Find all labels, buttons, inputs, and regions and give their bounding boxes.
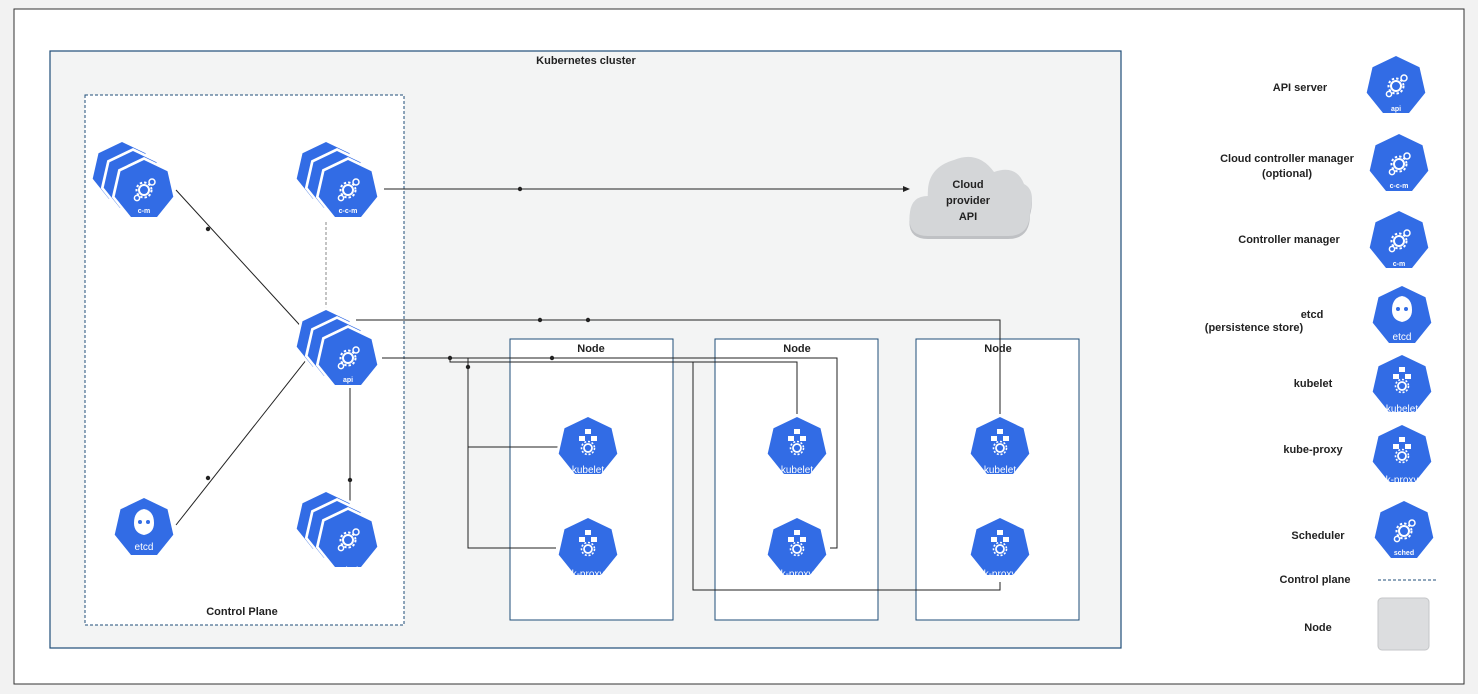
legend-item-scheduler: Scheduler sched [1291,498,1437,561]
node-label: Node [783,343,811,355]
scheduler-stack: sched [293,489,381,574]
cloud-provider-api: Cloud provider API [909,156,1032,239]
svg-text:k-proxy: k-proxy [984,569,1017,580]
legend-item-api-server: API server api [1273,53,1429,116]
svg-text:Cloud: Cloud [952,179,983,191]
node-label: Node [577,343,605,355]
legend-item-kubelet: kubelet kubelet [1294,352,1435,415]
svg-text:API server: API server [1273,82,1328,94]
svg-text:Cloud controller manager: Cloud controller manager [1220,153,1355,165]
svg-text:sched: sched [1394,550,1414,557]
svg-text:kubelet: kubelet [572,465,604,476]
node2-kubelet: kubelet [764,414,830,477]
svg-text:kube-proxy: kube-proxy [1283,444,1343,456]
svg-text:kubelet: kubelet [984,465,1016,476]
controller-manager-stack: c-m [89,139,177,220]
api-server-stack: api [293,307,381,388]
svg-text:Scheduler: Scheduler [1291,530,1345,542]
svg-text:sched: sched [338,567,358,574]
node-swatch [1377,597,1430,651]
svg-text:(optional): (optional) [1262,168,1312,180]
svg-text:kubelet: kubelet [1386,404,1418,415]
node-label: Node [984,343,1012,355]
legend-item-etcd: etcd (persistence store) etcd [1205,283,1435,346]
svg-text:Controller manager: Controller manager [1238,234,1340,246]
etcd-component: etcd [111,495,177,558]
cluster-title: Kubernetes cluster [536,55,636,67]
svg-text:k-proxy: k-proxy [781,569,814,580]
svg-text:kubelet: kubelet [1294,378,1333,390]
svg-text:provider: provider [946,195,991,207]
svg-text:etcd: etcd [1393,332,1412,343]
svg-text:(persistence store): (persistence store) [1205,322,1304,334]
cloud-controller-manager-stack: c-c-m [293,139,381,220]
svg-text:Control plane: Control plane [1280,574,1351,586]
legend-item-controller-manager: Controller manager c-m [1238,208,1432,271]
svg-text:API: API [959,211,977,223]
svg-text:api: api [343,377,353,384]
legend: API server api Cloud controller manager … [1205,53,1438,651]
legend-item-node: Node [1304,597,1430,651]
legend-item-control-plane: Control plane [1280,574,1438,586]
node1-kubelet: kubelet [555,414,621,477]
svg-text:k-proxy: k-proxy [1386,475,1419,486]
legend-item-kube-proxy: kube-proxy k-proxy [1283,422,1435,486]
node3-kube-proxy: k-proxy [967,515,1033,580]
svg-text:c-c-m: c-c-m [339,208,358,215]
svg-text:c-m: c-m [1393,261,1405,268]
svg-text:Node: Node [1304,622,1332,634]
svg-text:api: api [1391,106,1401,113]
legend-item-cloud-controller-manager: Cloud controller manager (optional) c-c-… [1220,131,1432,194]
svg-text:k-proxy: k-proxy [572,569,605,580]
node1-kube-proxy: k-proxy [555,515,621,580]
svg-text:c-c-m: c-c-m [1390,183,1409,190]
svg-text:etcd: etcd [135,542,154,553]
node3-kubelet: kubelet [967,414,1033,477]
connectors [175,186,1001,591]
svg-text:c-m: c-m [138,208,150,215]
svg-text:etcd: etcd [1301,309,1324,321]
svg-text:kubelet: kubelet [781,465,813,476]
control-plane-label: Control Plane [206,606,278,618]
node2-kube-proxy: k-proxy [764,515,830,580]
